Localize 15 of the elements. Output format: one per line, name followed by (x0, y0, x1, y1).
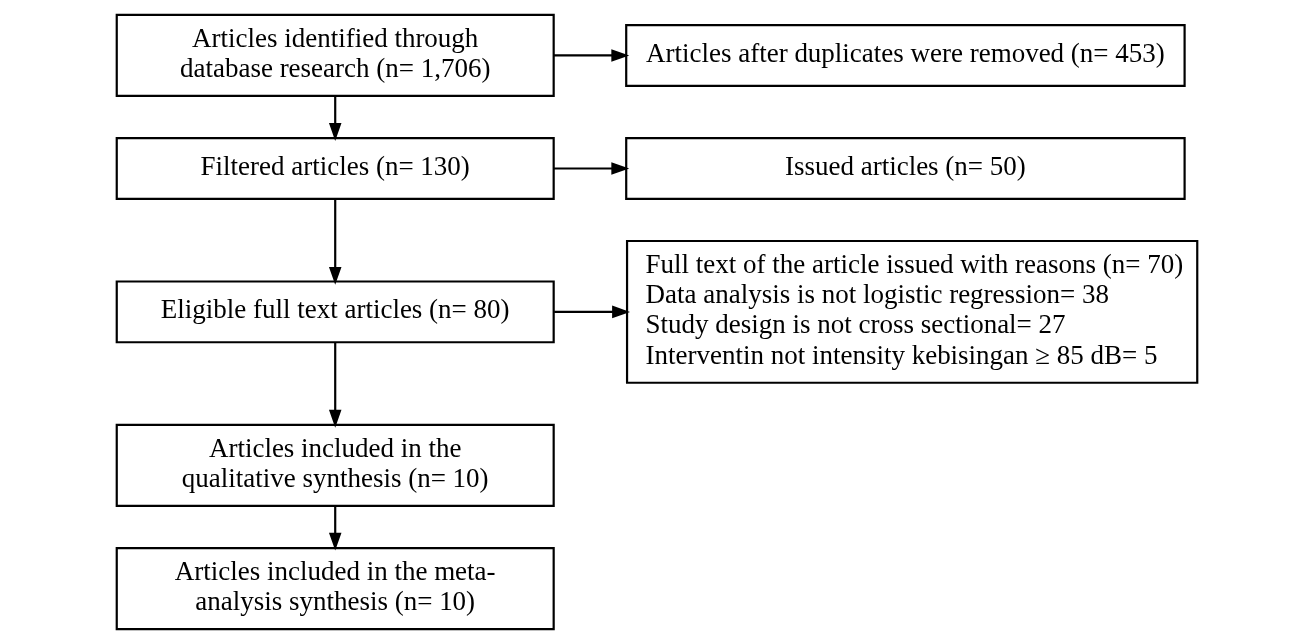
node-box: Articles identified through database research (n= 1,706) (115, 13, 555, 98)
node-box: Eligible full text articles (n= 80) (115, 280, 555, 344)
node-box: Filtered articles (n= 130) (115, 137, 555, 200)
arrow (553, 162, 629, 175)
arrow (553, 49, 629, 62)
node-box: Full text of the article issued with reasons (n= 70) Data analysis is not logistic regression= 38 Study design is not cross sectional= 27 Interventin not intensity kebisingan ≥ 85 dB= 5 (625, 239, 1198, 384)
node-box: Articles after duplicates were removed (n= 453) (624, 24, 1186, 87)
arrow (328, 506, 341, 551)
arrow (328, 342, 341, 428)
node-box: Issued articles (n= 50) (624, 137, 1186, 200)
node-box: Articles included in the meta-analysis synthesis (n= 10) (115, 546, 555, 631)
arrow (553, 305, 630, 319)
arrow (328, 198, 341, 285)
node-box: Articles included in the qualitative synthesis (n= 10) (115, 423, 555, 507)
arrow (328, 96, 341, 141)
